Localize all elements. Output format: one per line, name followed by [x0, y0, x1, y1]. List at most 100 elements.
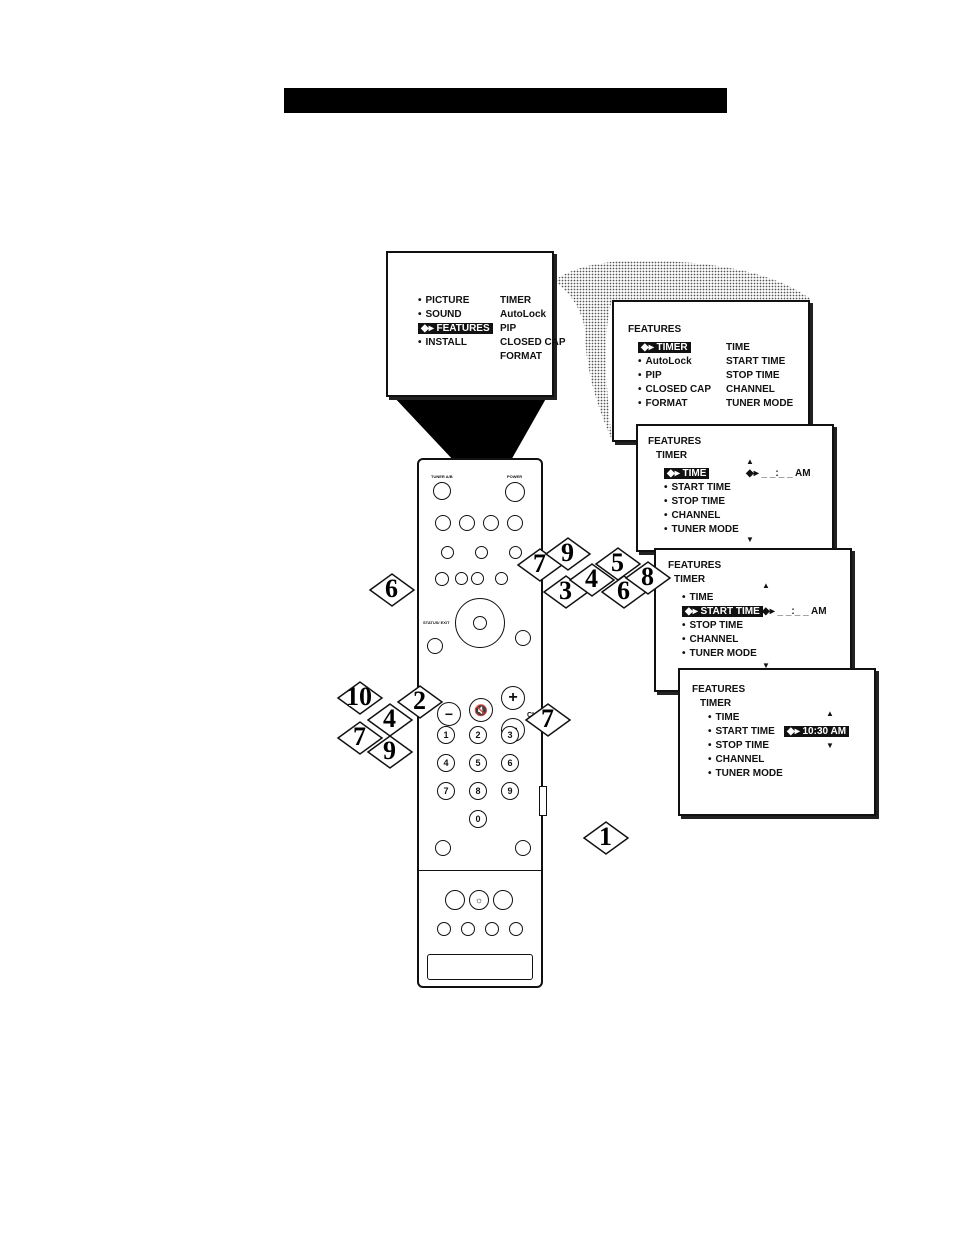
smart-center-button[interactable]: ☼: [469, 890, 489, 910]
source-select-button[interactable]: [495, 572, 508, 585]
smart-right-button[interactable]: [493, 890, 513, 910]
power-label: POWER: [507, 474, 523, 479]
up-arrow-icon: ▲: [826, 709, 834, 718]
features-item: PIP: [638, 370, 662, 382]
main-menu-subitem: AutoLock: [500, 309, 547, 320]
volume-up-button[interactable]: +: [501, 686, 525, 710]
timer3-value-text: 10:30 AM: [802, 726, 847, 737]
pip-ch-down-button[interactable]: [455, 572, 468, 585]
step-tag-9: 9: [383, 736, 396, 765]
pip-ch-up-button[interactable]: [471, 572, 484, 585]
step-tag-6: 6: [385, 574, 398, 603]
down-arrow-icon: ▼: [762, 661, 770, 670]
cc-button[interactable]: [515, 840, 531, 856]
keypad-1-button[interactable]: 1: [437, 726, 455, 744]
mode-button-2[interactable]: [461, 922, 475, 936]
smart-left-button[interactable]: [445, 890, 465, 910]
step-tag-7: 7: [353, 722, 366, 751]
tuner-button[interactable]: [433, 482, 451, 500]
features-subitem: TUNER MODE: [726, 398, 794, 409]
main-menu-item: PICTURE: [418, 295, 470, 307]
features-item: FORMAT: [638, 398, 688, 410]
main-menu-subitem: CLOSED CAP: [500, 337, 566, 348]
surf-button[interactable]: [435, 515, 451, 531]
remote-control: TUNER A/B POWER STATUS/ EXIT + − CH 🔇 − …: [417, 458, 543, 988]
up-arrow-icon: ▲: [762, 581, 770, 590]
side-power-switch[interactable]: [539, 786, 547, 816]
keypad-4-button[interactable]: 4: [437, 754, 455, 772]
main-menu-subitem: FORMAT: [500, 351, 543, 362]
features-item: CLOSED CAP: [638, 384, 712, 396]
step-tag-diamond: [594, 547, 642, 581]
features-header: FEATURES: [628, 324, 682, 335]
step-tag-8: 8: [641, 562, 654, 591]
step-tag-4: 4: [383, 704, 396, 733]
power-button[interactable]: [505, 482, 525, 502]
av-button[interactable]: [435, 840, 451, 856]
keypad-5-button[interactable]: 5: [469, 754, 487, 772]
channel-down-button[interactable]: −: [437, 702, 461, 726]
keypad-9-button[interactable]: 9: [501, 782, 519, 800]
features-subitem: CHANNEL: [726, 384, 775, 395]
timer-item: ◆▸ TIME: [664, 468, 710, 480]
features-subitem: TIME: [726, 342, 750, 353]
keypad-2-button[interactable]: 2: [469, 726, 487, 744]
keypad-3-button[interactable]: 3: [501, 726, 519, 744]
step-tag-7: 7: [541, 704, 554, 733]
projection-beam: [392, 395, 548, 462]
step-tag-diamond: [396, 685, 444, 719]
source-button[interactable]: [475, 546, 488, 559]
timer2-header: FEATURES: [668, 560, 722, 571]
mode-button-3[interactable]: [485, 922, 499, 936]
step-tag-6: 6: [617, 576, 630, 605]
timer-item: ◆▸ START TIME: [682, 606, 763, 618]
step-tag-diamond: [366, 735, 414, 769]
freeze-button[interactable]: [459, 515, 475, 531]
closed-caption-button[interactable]: [509, 546, 522, 559]
keypad-8-button[interactable]: 8: [469, 782, 487, 800]
sun-icon: ☼: [474, 895, 484, 905]
step-tag-diamond: [336, 721, 384, 755]
main-menu-subitem: PIP: [500, 323, 517, 334]
mode-button-4[interactable]: [509, 922, 523, 936]
mode-button-1[interactable]: [437, 922, 451, 936]
features-item: AutoLock: [638, 356, 692, 368]
keypad-6-button[interactable]: 6: [501, 754, 519, 772]
divider: [419, 870, 541, 871]
features-subitem: STOP TIME: [726, 370, 780, 381]
features-item: ◆▸ TIMER: [638, 342, 691, 354]
timer-item: TUNER MODE: [708, 768, 783, 780]
main-menu-item: SOUND: [418, 309, 462, 321]
down-arrow-icon: ▼: [746, 535, 754, 544]
main-menu-item: ◆▸ FEATURES: [418, 323, 493, 335]
main-menu-screen: PICTURESOUND◆▸ FEATURESINSTALL TIMERAuto…: [386, 251, 566, 397]
sound-button[interactable]: [435, 572, 449, 586]
menu-button[interactable]: [515, 630, 531, 646]
step-tag-diamond: [366, 703, 414, 737]
keypad-0-button[interactable]: 0: [469, 810, 487, 828]
tuner-label: TUNER A/B: [431, 474, 453, 479]
step-tag-7: 7: [533, 549, 546, 578]
keypad-7-button[interactable]: 7: [437, 782, 455, 800]
prog-list-button[interactable]: [441, 546, 454, 559]
timer-item: CHANNEL: [682, 634, 739, 646]
swap-button[interactable]: [483, 515, 499, 531]
timer1-value: ◆▸ _ _:_ _ AM: [746, 468, 811, 479]
timer1-value-text: _ _:_ _ AM: [761, 468, 811, 479]
step-tag-diamond: [624, 561, 672, 595]
ok-button[interactable]: [473, 616, 487, 630]
timer-item: TUNER MODE: [664, 524, 739, 536]
features-subitem: START TIME: [726, 356, 786, 367]
step-tag-diamond: [336, 681, 384, 715]
timer-item: TIME: [708, 712, 740, 724]
step-tag-3: 3: [559, 576, 572, 605]
timer-item: STOP TIME: [682, 620, 744, 632]
status-exit-button[interactable]: [427, 638, 443, 654]
timer2-value: ◆▸ _ _:_ _ AM: [762, 606, 827, 617]
step-tag-5: 5: [611, 548, 624, 577]
pip-button[interactable]: [507, 515, 523, 531]
mute-button[interactable]: 🔇: [469, 698, 493, 722]
step-tag-1: 1: [599, 822, 612, 851]
